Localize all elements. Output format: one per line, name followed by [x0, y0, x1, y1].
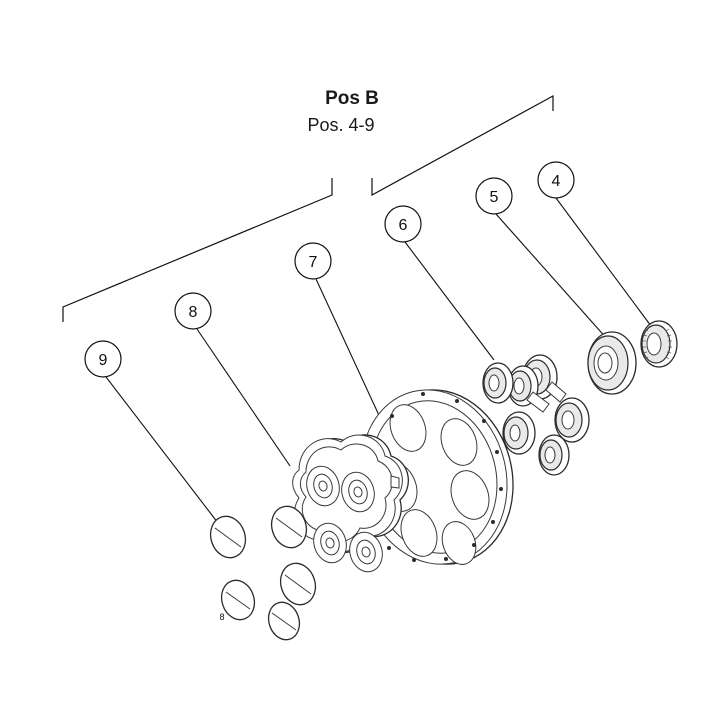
- screw-9a: [209, 515, 247, 559]
- leader-4: [555, 197, 655, 331]
- part-bearing-large-right: [587, 331, 637, 395]
- screw-mark-b-label: 8: [219, 612, 224, 622]
- callout-9-label: 9: [99, 352, 108, 369]
- part-four-lobe-gasket: [292, 434, 409, 573]
- callout-4[interactable]: 4: [537, 161, 575, 199]
- callout-7[interactable]: 7: [294, 242, 332, 280]
- callout-6-label: 6: [399, 217, 408, 234]
- screw-8a: [270, 505, 308, 549]
- leader-7: [315, 278, 384, 425]
- leader-6: [404, 241, 495, 361]
- callout-5[interactable]: 5: [475, 177, 513, 215]
- callout-8-label: 8: [189, 304, 198, 321]
- callout-9[interactable]: 9: [84, 340, 122, 378]
- callout-4-label: 4: [552, 173, 561, 190]
- callout-8[interactable]: 8: [174, 292, 212, 330]
- diagram-subtitle: Pos. 4-9: [307, 115, 374, 135]
- leader-5: [495, 213, 609, 341]
- callout-5-label: 5: [490, 189, 499, 206]
- part-slotted-screws-8: [267, 505, 317, 641]
- screw-9b: 8: [219, 579, 256, 622]
- part-slotted-screws-9: 8: [209, 515, 256, 622]
- screw-8b: [279, 562, 317, 606]
- leader-lines: [105, 197, 655, 524]
- pos-b-bracket: [62, 94, 554, 322]
- part-splined-gear: [640, 320, 678, 368]
- callout-6[interactable]: 6: [384, 205, 422, 243]
- leader-9: [105, 376, 219, 524]
- callout-7-label: 7: [309, 254, 318, 271]
- part-bearing-cluster: [482, 354, 590, 476]
- leader-8: [196, 328, 291, 467]
- diagram-title: Pos B: [325, 88, 379, 109]
- screw-8c: [267, 601, 301, 641]
